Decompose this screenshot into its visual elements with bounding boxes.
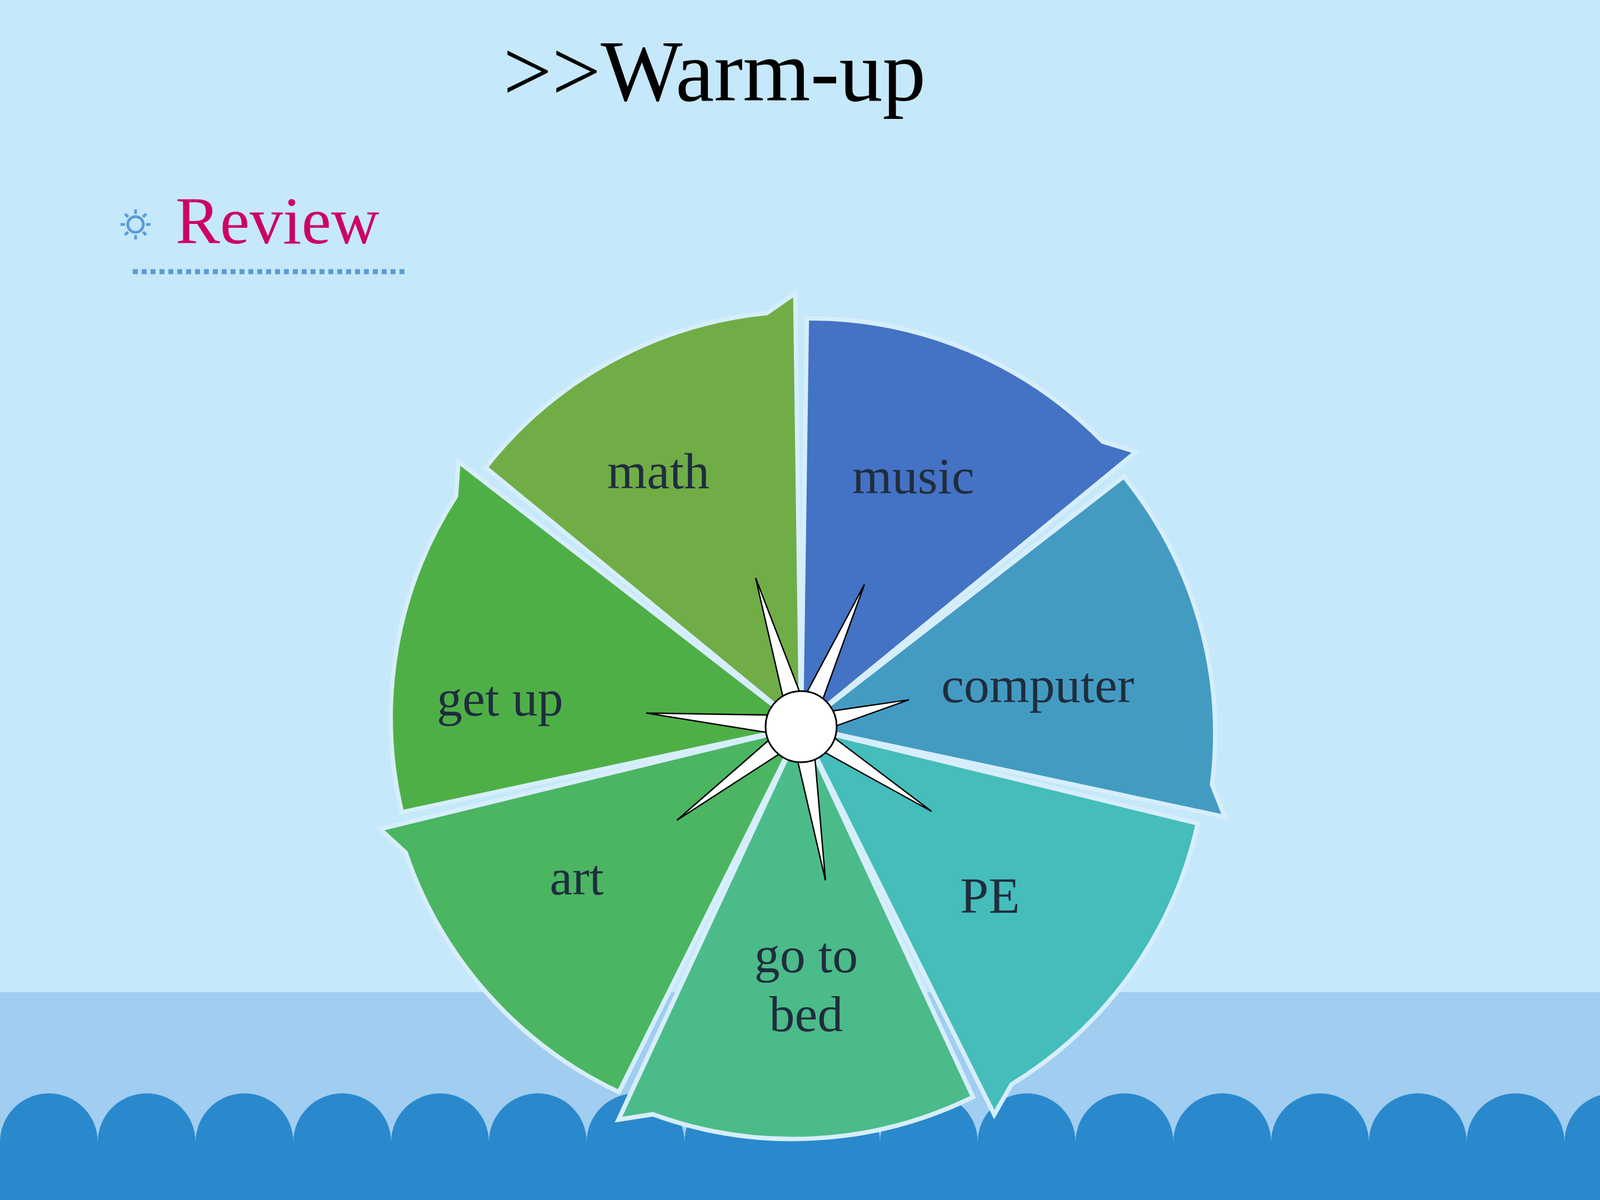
wheel-label: music [852, 447, 975, 507]
segment-text: get up [436, 669, 563, 729]
segment-text: art [549, 848, 604, 908]
wheel-label: art [549, 848, 604, 908]
wave-row [0, 1143, 1600, 1200]
wheel-segments [380, 293, 1225, 1139]
segment-text: PE [960, 866, 1020, 926]
segment-text: music [852, 447, 975, 507]
star-pointer [646, 577, 932, 880]
wheel-label: computer [941, 656, 1134, 715]
wheel-label: go to bed [722, 926, 890, 1044]
slide-title: >>Warm-up [502, 21, 926, 122]
wheel-segment [390, 461, 802, 813]
dotted-underline [132, 269, 405, 275]
wheel-label: PE [960, 866, 1020, 926]
segment-text: go to bed [722, 926, 890, 1044]
segment-text: math [607, 442, 710, 502]
sun-icon [120, 209, 151, 240]
section-label: Review [175, 182, 380, 260]
hub-circle [765, 691, 837, 763]
wheel-label: math [607, 442, 710, 502]
wheel-label: get up [436, 669, 563, 729]
segment-text: computer [941, 656, 1134, 715]
